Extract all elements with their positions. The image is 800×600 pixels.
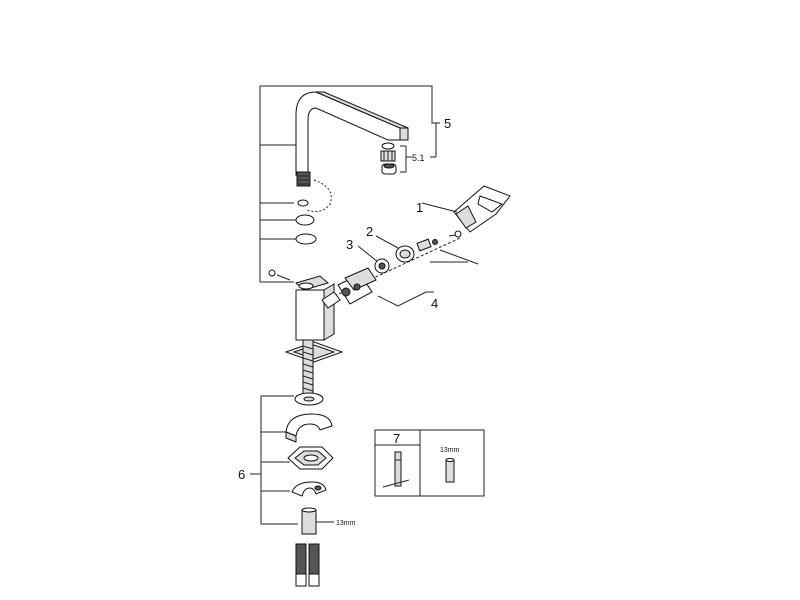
tools-box bbox=[374, 429, 485, 497]
callout-1: 1 bbox=[416, 200, 423, 215]
spout bbox=[295, 91, 409, 187]
aerator-5-1 bbox=[380, 123, 437, 175]
lever-handle bbox=[453, 185, 511, 233]
cartridge-bonnet bbox=[374, 245, 415, 274]
flexible-hoses bbox=[295, 543, 320, 587]
body-set-screw bbox=[268, 269, 291, 281]
bracket-6 bbox=[250, 395, 298, 525]
base-plate bbox=[284, 341, 344, 363]
handle-screw bbox=[448, 230, 462, 238]
sleeve-size-label: 13mm bbox=[336, 520, 356, 527]
leader-3 bbox=[357, 245, 379, 263]
horseshoe-washer bbox=[285, 413, 333, 443]
leader-2 bbox=[375, 235, 399, 249]
callout-6: 6 bbox=[238, 467, 245, 482]
cartridge-stem bbox=[416, 238, 438, 252]
threaded-stud bbox=[302, 339, 314, 401]
callout-7: 7 bbox=[393, 431, 400, 446]
callout-5: 5 bbox=[444, 116, 451, 131]
fixing-nut bbox=[291, 481, 327, 497]
socket-wrench-tool bbox=[445, 458, 455, 483]
cartridge bbox=[337, 267, 377, 305]
allen-key-tool bbox=[382, 451, 410, 488]
bracket-4 bbox=[377, 249, 479, 307]
rubber-washer bbox=[294, 392, 324, 406]
wrench-size-label: 13mm bbox=[440, 447, 460, 454]
callout-3: 3 bbox=[346, 237, 353, 252]
swivel-arc bbox=[305, 179, 332, 212]
pressure-plate bbox=[287, 446, 334, 470]
spout-o-rings bbox=[295, 199, 317, 245]
faucet-body bbox=[294, 275, 341, 341]
leader-1 bbox=[421, 202, 458, 213]
callout-2: 2 bbox=[366, 224, 373, 239]
explode-axis bbox=[329, 237, 461, 299]
callout-5-1: 5.1 bbox=[412, 153, 425, 163]
hex-sleeve bbox=[301, 507, 334, 535]
callout-4: 4 bbox=[431, 296, 438, 311]
